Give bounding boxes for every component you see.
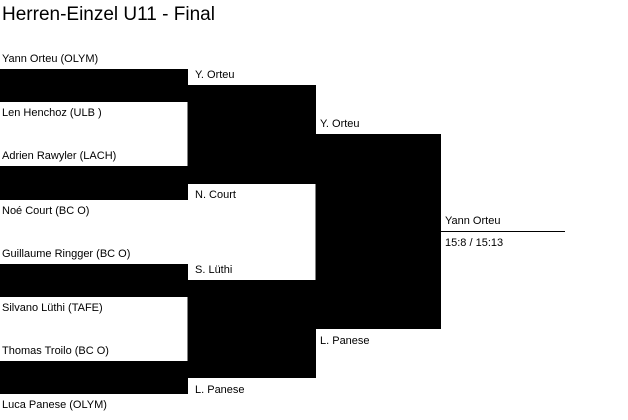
player-name: Yann Orteu (OLYM) [2,53,99,65]
match-winner: S. Lüthi [195,264,233,276]
player-name: Thomas Troilo (BC O) [2,345,109,357]
match-score: 15:9 / 15:6 [320,140,372,152]
match-number: 218 [163,79,182,91]
match-winner: Y. Orteu [320,118,360,130]
match-number: 219 [163,177,182,189]
player-name: Adrien Rawyler (LACH) [2,150,117,162]
player-name: Noé Court (BC O) [2,205,90,217]
page-title: Herren-Einzel U11 - Final [2,4,215,25]
player-name: Len Henchoz (ULB ) [2,107,102,119]
match-winner: Y. Orteu [195,69,235,81]
match-score: 16:14 / 13:15 / 16:14 [320,313,421,325]
match-number: 223 [288,323,307,335]
match-number: 224 [413,225,432,237]
match-score: 15:13 / 15:6 [195,167,254,179]
match-score: 15:8 / 15:9 [195,361,247,373]
match-score: 15:7 / 15:2 [195,286,247,298]
match-score: 15:12 / 15:2 [195,91,254,103]
player-name: Guillaume Ringger (BC O) [2,248,131,260]
match-winner: L. Panese [320,335,370,347]
final-score: 15:8 / 15:13 [445,237,504,249]
match-number: 221 [163,372,182,384]
match-number: 220 [163,274,182,286]
player-name: Luca Panese (OLYM) [2,399,107,411]
match-number: 222 [288,128,307,140]
final-winner: Yann Orteu [445,215,501,227]
match-winner: L. Panese [195,384,245,396]
player-name: Silvano Lüthi (TAFE) [2,302,103,314]
match-winner: N. Court [195,189,236,201]
